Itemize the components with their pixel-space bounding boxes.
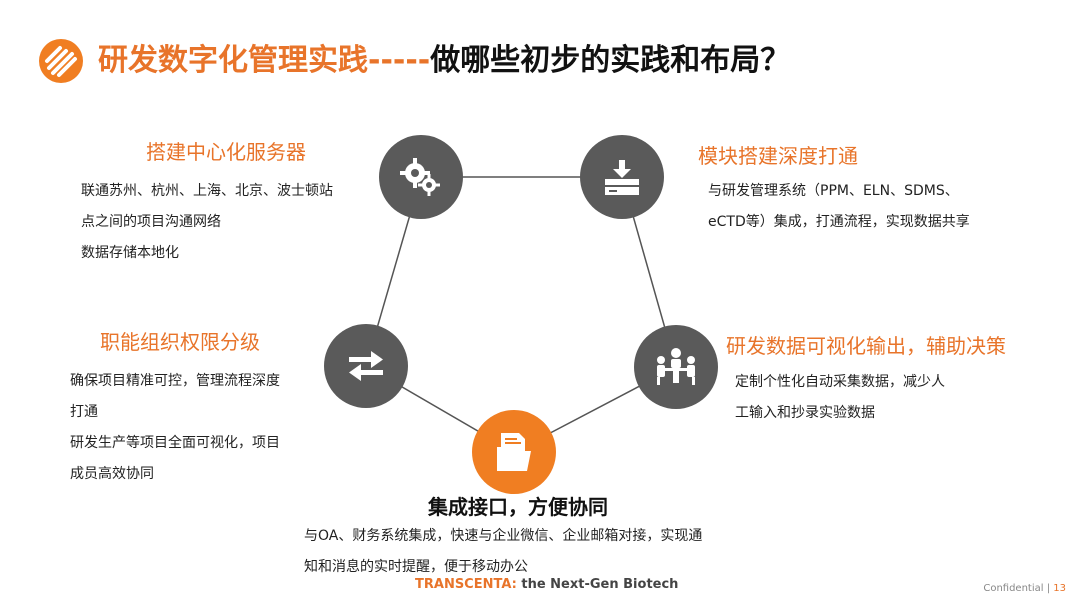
servers-line: 点之间的项目沟通网络 xyxy=(81,214,221,230)
servers-description: 联通苏州、杭州、上海、北京、波士顿站 点之间的项目沟通网络 数据存储本地化 xyxy=(81,176,333,269)
download-tray-icon xyxy=(605,160,639,195)
visualization-heading: 研发数据可视化输出，辅助决策 xyxy=(726,334,1006,358)
company-logo-icon xyxy=(39,39,83,83)
integration-description: 与OA、财务系统集成，快速与企业微信、企业邮箱对接，实现通 知和消息的实时提醒，… xyxy=(304,521,702,583)
node-modules xyxy=(580,135,664,219)
visualization-description: 定制个性化自动采集数据，减少人 工输入和抄录实验数据 xyxy=(735,367,945,429)
node-visualization xyxy=(634,325,718,409)
integration-heading: 集成接口，方便协同 xyxy=(428,495,608,519)
brand-company: TRANSCENTA: xyxy=(415,577,517,592)
title-dashes: ----- xyxy=(368,43,431,78)
modules-heading: 模块搭建深度打通 xyxy=(698,144,858,168)
confidential-text: Confidential | xyxy=(983,583,1054,594)
brand-tagline: the Next-Gen Biotech xyxy=(516,577,679,592)
page-title: 研发数字化管理实践-----做哪些初步的实践和布局？ xyxy=(98,36,790,86)
visualization-line: 工输入和抄录实验数据 xyxy=(735,405,875,421)
title-question: 做哪些初步的实践和布局？ xyxy=(430,43,791,78)
swap-arrows-icon xyxy=(349,351,383,381)
permissions-heading: 职能组织权限分级 xyxy=(100,330,260,354)
permissions-line: 成员高效协同 xyxy=(70,466,154,482)
node-permissions xyxy=(324,324,408,408)
permissions-line: 研发生产等项目全面可视化，项目 xyxy=(70,435,280,451)
visualization-line: 定制个性化自动采集数据，减少人 xyxy=(735,374,945,390)
page-number: 13 xyxy=(1053,583,1066,594)
meeting-icon xyxy=(657,348,695,385)
integration-line: 与OA、财务系统集成，快速与企业微信、企业邮箱对接，实现通 xyxy=(304,528,703,544)
permissions-line: 确保项目精准可控，管理流程深度 xyxy=(70,373,280,389)
modules-description: 与研发管理系统（PPM、ELN、SDMS、 eCTD等）集成，打通流程，实现数据… xyxy=(708,176,970,238)
gears-icon xyxy=(400,158,440,196)
servers-line: 数据存储本地化 xyxy=(81,245,179,261)
modules-line: 与研发管理系统（PPM、ELN、SDMS、 xyxy=(708,183,959,199)
servers-heading: 搭建中心化服务器 xyxy=(146,140,306,164)
modules-line: eCTD等）集成，打通流程，实现数据共享 xyxy=(708,214,970,230)
confidential-label: Confidential | 13 xyxy=(983,583,1066,594)
servers-line: 联通苏州、杭州、上海、北京、波士顿站 xyxy=(81,183,333,199)
permissions-description: 确保项目精准可控，管理流程深度 打通 研发生产等项目全面可视化，项目 成员高效协… xyxy=(70,366,280,490)
folder-document-icon xyxy=(497,433,531,471)
permissions-line: 打通 xyxy=(70,404,98,420)
node-integration xyxy=(472,410,556,494)
title-main: 研发数字化管理实践 xyxy=(98,43,368,78)
footer-brand: TRANSCENTA: the Next-Gen Biotech xyxy=(415,577,678,592)
integration-line: 知和消息的实时提醒，便于移动办公 xyxy=(304,559,528,575)
node-servers xyxy=(379,135,463,219)
